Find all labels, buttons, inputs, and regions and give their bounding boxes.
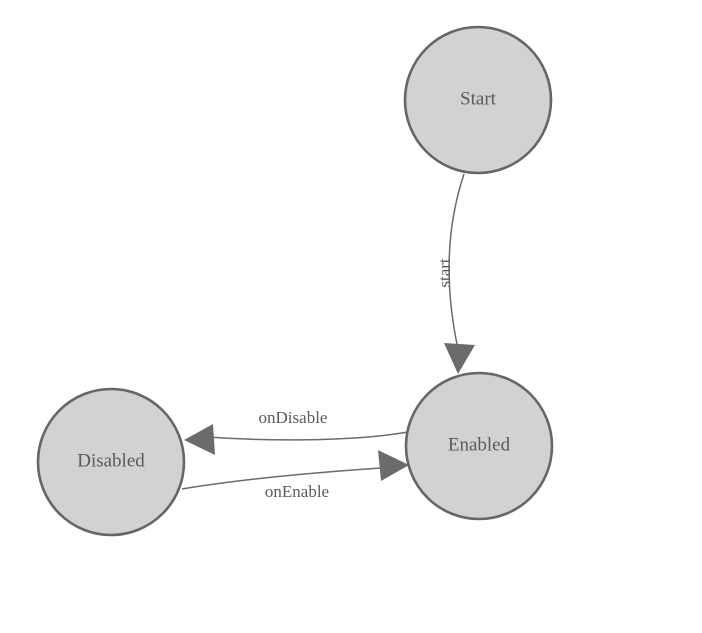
state-node-start-circle[interactable] (403, 25, 553, 175)
state-node-enabled[interactable]: Enabled (404, 371, 554, 521)
state-node-disabled-label: Disabled (77, 450, 145, 471)
edge-start-to-enabled-path (448, 173, 465, 350)
state-node-enabled-circle[interactable] (404, 371, 554, 521)
edge-enabled-to-disabled-path (206, 431, 409, 441)
state-node-start-label: Start (460, 88, 497, 109)
state-node-disabled[interactable]: Disabled (36, 387, 186, 537)
edge-enabled-to-disabled-label: onDisable (259, 408, 328, 427)
edge-start-to-enabled: start (435, 173, 475, 374)
edge-start-to-enabled-label: start (435, 258, 454, 288)
edge-disabled-to-enabled-label: onEnable (265, 482, 329, 501)
edge-disabled-to-enabled-path (181, 467, 382, 490)
state-node-disabled-circle[interactable] (36, 387, 186, 537)
state-node-enabled-label: Enabled (448, 434, 511, 455)
edge-disabled-to-enabled-arrowhead-icon (378, 450, 409, 481)
edge-disabled-to-enabled: onEnable (181, 450, 409, 501)
edge-enabled-to-disabled-arrowhead-icon (184, 424, 215, 455)
state-node-start[interactable]: Start (403, 25, 553, 175)
edge-enabled-to-disabled: onDisable (184, 408, 409, 455)
edge-start-to-enabled-arrowhead-icon (444, 343, 475, 374)
